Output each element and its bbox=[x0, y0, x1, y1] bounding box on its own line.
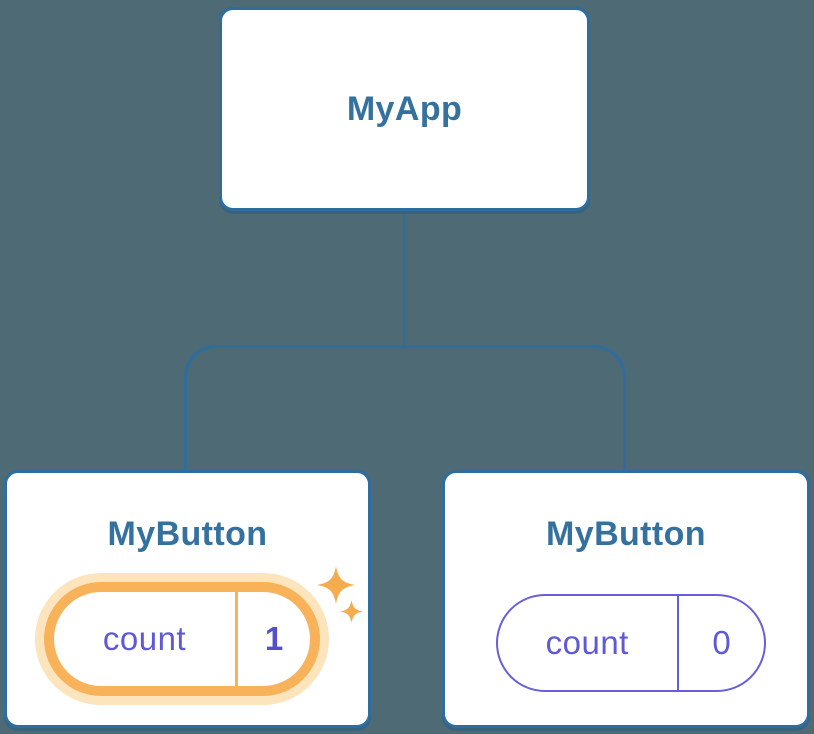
root-to-children-connector bbox=[403, 209, 406, 347]
state-key: count bbox=[102, 620, 187, 657]
component-card-mybutton-right: MyButton count 0 bbox=[442, 470, 810, 728]
state-value: 1 bbox=[264, 620, 284, 657]
state-value: 0 bbox=[712, 624, 731, 661]
component-label: MyButton bbox=[107, 515, 268, 553]
state-pill: count 1 bbox=[54, 592, 310, 686]
component-card-mybutton-left: MyButton count 1 bbox=[4, 470, 371, 728]
state-key: count bbox=[545, 624, 629, 661]
state-pill-divider bbox=[676, 596, 679, 690]
component-label: MyButton bbox=[546, 515, 706, 553]
state-pill-highlighted: count 1 bbox=[35, 573, 329, 705]
state-pill-divider bbox=[235, 592, 238, 686]
component-label: MyApp bbox=[346, 89, 463, 128]
children-branch-connector bbox=[184, 345, 626, 471]
component-card-myapp: MyApp bbox=[219, 7, 590, 211]
state-pill-highlight-ring: count 1 bbox=[44, 582, 320, 696]
sparkle-icon bbox=[317, 566, 355, 604]
state-pill: count 0 bbox=[496, 594, 766, 692]
sparkle-icon bbox=[340, 600, 363, 623]
